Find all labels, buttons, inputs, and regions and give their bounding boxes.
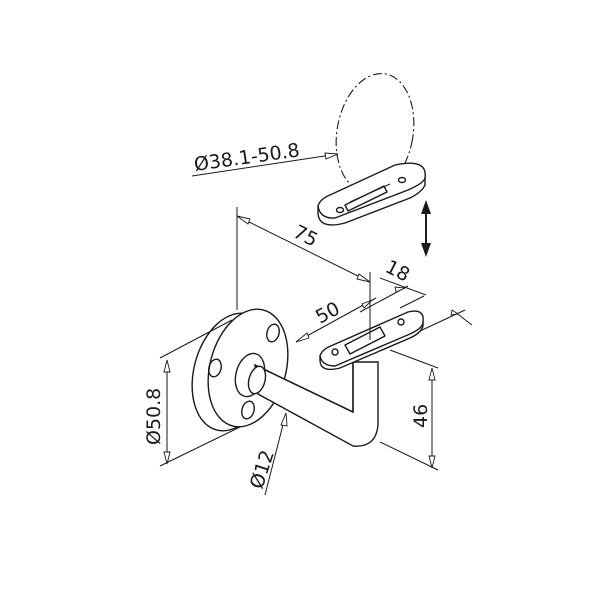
saddle-width-label: 18 <box>382 256 414 287</box>
rod-diameter-label: Ø12 <box>246 448 279 492</box>
double-arrow-vertical-icon <box>421 200 431 257</box>
projection-label: 75 <box>290 221 322 252</box>
saddle-length-label: 50 <box>312 298 344 329</box>
top-saddle-plate <box>317 72 426 226</box>
rail-diameter-label: Ø38.1-50.8 <box>193 139 301 176</box>
mounted-saddle-plate <box>319 300 424 371</box>
height-dimension: 46 <box>379 349 439 471</box>
base-diameter-dimension: Ø50.8 <box>143 319 241 467</box>
base-disc <box>191 308 289 432</box>
rod-diameter-dimension: Ø12 <box>246 412 288 496</box>
rail-diameter-dimension: Ø38.1-50.8 <box>191 139 339 177</box>
bracket-rod <box>247 361 379 447</box>
base-diameter-label: Ø50.8 <box>143 388 165 445</box>
height-label: 46 <box>410 404 432 428</box>
